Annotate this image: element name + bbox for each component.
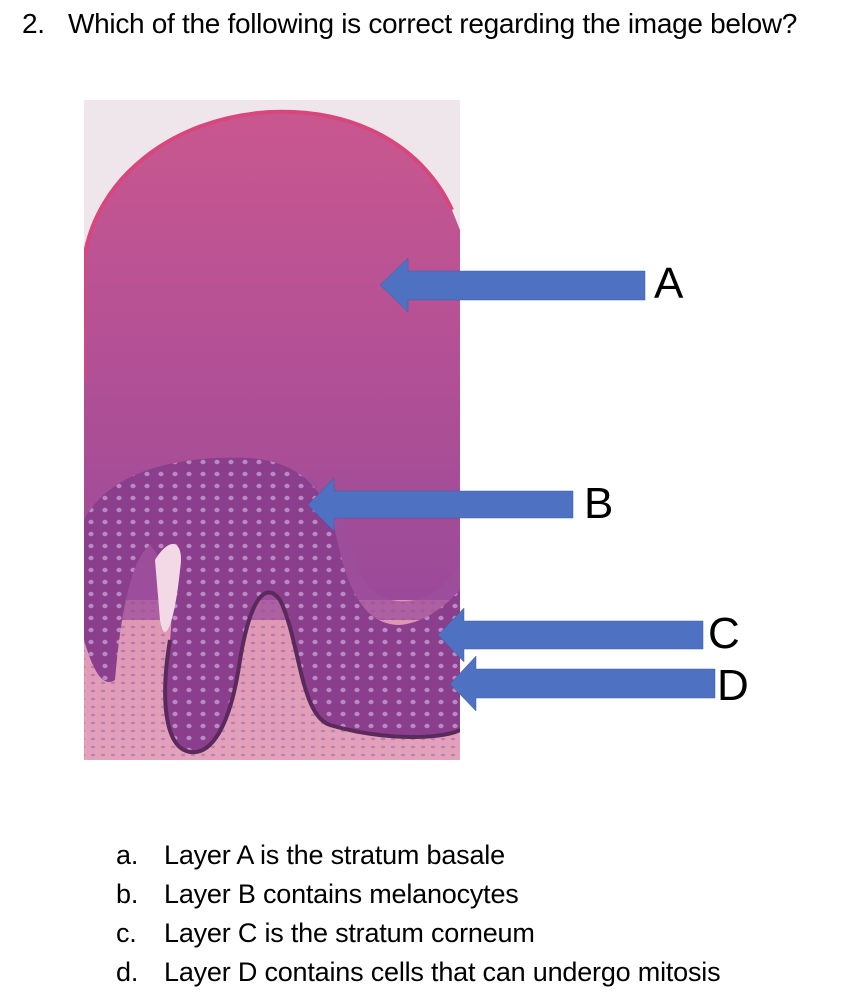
arrow-c [437,607,704,663]
choice-text: Layer C is the stratum corneum [164,918,535,948]
label-c: C [708,609,740,658]
choice-letter: b. [116,879,139,909]
label-a: A [654,259,684,308]
arrow-d [449,655,716,712]
label-b: B [584,479,614,528]
arrow-a [379,257,646,313]
arrows [307,257,716,712]
choice-a[interactable]: a. Layer A is the stratum basale [116,840,720,879]
choice-text: Layer D contains cells that can undergo … [164,957,721,987]
label-d: D [717,661,749,710]
arrow-b [307,477,574,532]
choice-letter: a. [116,840,139,870]
choice-letter: c. [116,918,137,948]
question-text: Which of the following is correct regard… [68,8,798,39]
choice-d[interactable]: d. Layer D contains cells that can underg… [116,957,721,996]
choice-b[interactable]: b. Layer B contains melanocytes [116,879,720,918]
choice-text: Layer A is the stratum basale [164,840,505,870]
choice-letter: d. [116,957,139,987]
histology-figure: A B C D [84,100,749,760]
choice-c[interactable]: c. Layer C is the stratum corneum [116,918,720,957]
skin-histology-image [84,100,716,760]
question-number: 2. [22,8,45,39]
answer-choices: a. Layer A is the stratum basale b. Layer … [116,840,721,996]
choice-text: Layer B contains melanocytes [164,879,519,909]
question-stem: 2. Which of the following is correct rega… [22,8,797,40]
